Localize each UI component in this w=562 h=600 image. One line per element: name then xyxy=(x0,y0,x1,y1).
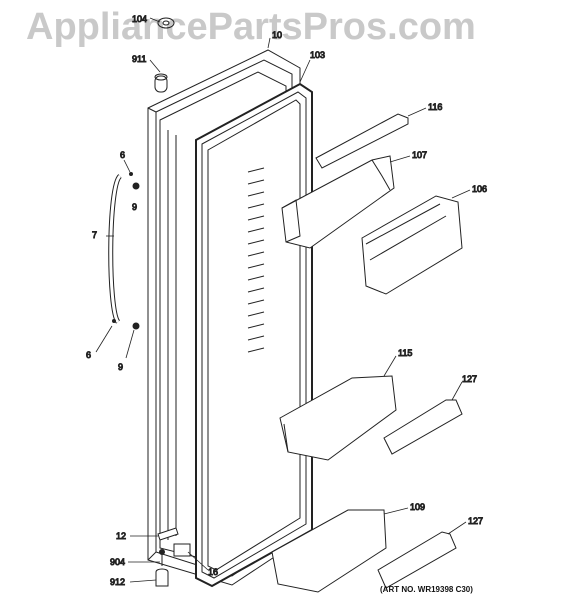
callout-115: 115 xyxy=(398,348,412,358)
callout-labels: 104 10 911 103 116 107 106 6 9 7 6 9 115… xyxy=(86,14,488,588)
door-bin-lower xyxy=(271,509,387,593)
callout-127-upper: 127 xyxy=(462,374,477,384)
callout-6-bottom: 6 xyxy=(86,350,91,360)
callout-127-lower: 127 xyxy=(468,516,483,526)
bin-rail xyxy=(315,113,409,169)
dairy-bin xyxy=(281,155,395,249)
door-handle xyxy=(108,172,140,330)
callout-911: 911 xyxy=(132,54,146,64)
callout-103: 103 xyxy=(310,50,325,60)
callout-109: 109 xyxy=(410,502,425,512)
callout-9-top: 9 xyxy=(132,202,137,212)
callout-104: 104 xyxy=(132,14,147,24)
callout-116: 116 xyxy=(428,102,442,112)
bottom-hinge-hardware xyxy=(155,527,191,587)
callout-10: 10 xyxy=(272,30,282,40)
bin-cover xyxy=(361,195,463,295)
callout-904: 904 xyxy=(110,557,125,567)
door-gasket xyxy=(195,82,313,588)
callout-6-top: 6 xyxy=(120,150,125,160)
liner-ribs xyxy=(247,167,265,353)
leader-lines xyxy=(95,17,471,583)
art-number: (ART NO. WR19398 C30) xyxy=(380,585,473,594)
callout-7: 7 xyxy=(92,230,97,240)
bin-front-lower xyxy=(377,531,457,589)
door-bin-upper xyxy=(279,375,397,461)
callout-107: 107 xyxy=(412,150,427,160)
watermark: AppliancePartsPros.com xyxy=(26,6,476,48)
hinge-cap xyxy=(154,17,175,93)
callout-106: 106 xyxy=(472,184,487,194)
callout-12: 12 xyxy=(116,531,126,541)
callout-912: 912 xyxy=(110,577,125,587)
bin-front-upper xyxy=(383,399,463,455)
callout-16: 16 xyxy=(208,567,218,577)
callout-9-bottom: 9 xyxy=(118,362,123,372)
